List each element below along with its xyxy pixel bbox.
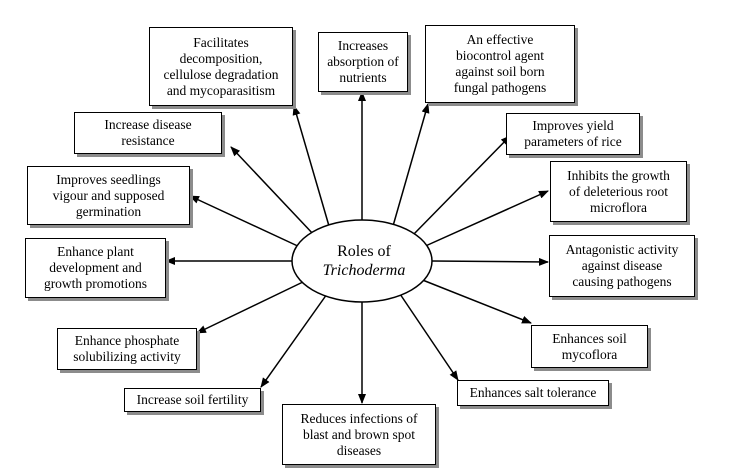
arrow-to-biocontrol [392, 103, 430, 227]
arrow-to-root-microflora [420, 190, 549, 249]
role-text-line: Increases [337, 38, 389, 53]
role-text-line: Inhibits the growth [567, 167, 670, 183]
role-text-line: Enhances soil [552, 330, 627, 346]
role-text-line: nutrients [339, 70, 387, 85]
role-box-salt-tolerance: Enhances salt tolerance [457, 380, 609, 406]
role-text-line: resistance [121, 133, 175, 148]
role-text-line: decomposition, [179, 50, 263, 66]
role-text-line: against soil born [455, 64, 545, 79]
role-text-line: mycoflora [561, 346, 618, 362]
role-text-line: Enhance phosphate [74, 333, 180, 348]
role-text-line: Increase soil fertility [136, 392, 249, 407]
role-box-nutrients: Increases absorption of nutrients [318, 32, 408, 92]
role-text-line: microflora [590, 199, 647, 215]
arrow-to-mycoflora [419, 278, 532, 324]
role-text-line: biocontrol agent [455, 48, 545, 63]
role-box-decomposition: Facilitates decomposition, cellulose deg… [149, 27, 293, 106]
role-box-antagonistic: Antagonistic activity against disease ca… [549, 235, 695, 297]
role-box-biocontrol: An effective biocontrol agent against so… [425, 25, 575, 103]
role-text-line: Increase disease [104, 117, 192, 132]
arrow-to-soil-fertility [260, 293, 328, 388]
role-box-phosphate: Enhance phosphate solubilizing activity [57, 328, 197, 370]
arrow-to-disease-resistance [230, 146, 316, 237]
role-text-line: vigour and supposed [52, 187, 165, 203]
role-text-line: Antagonistic activity [565, 242, 679, 257]
role-text-line: Facilitates [193, 34, 249, 50]
role-text-line: Improves seedlings [56, 171, 161, 187]
role-text-line: fungal pathogens [453, 80, 547, 95]
role-text-line: Enhance plant [57, 244, 134, 259]
role-text-line: solubilizing activity [73, 349, 181, 364]
role-text-line: against disease [581, 258, 663, 273]
arrow-to-phosphate [196, 280, 306, 334]
role-text-line: causing pathogens [572, 274, 672, 289]
center-label-line1: Roles of [337, 243, 391, 260]
role-box-plant-development: Enhance plant development and growth pro… [25, 238, 166, 298]
arrow-to-antagonistic [431, 257, 549, 266]
role-text-line: cellulose degradation [163, 66, 279, 82]
center-ellipse [291, 219, 433, 303]
role-text-line: of deleterious root [569, 183, 668, 199]
role-box-soil-fertility: Increase soil fertility [124, 388, 261, 412]
role-text-line: absorption of [327, 54, 399, 69]
role-text-line: An effective [466, 32, 534, 47]
role-box-root-microflora: Inhibits the growth of deleterious root … [550, 161, 687, 222]
role-text-line: diseases [336, 442, 382, 458]
role-text-line: Reduces infections of [300, 410, 418, 426]
arrows-group [165, 91, 549, 404]
arrow-to-decomposition [292, 105, 330, 227]
role-box-seedlings: Improves seedlings vigour and supposed g… [27, 166, 190, 225]
role-box-yield: Improves yield parameters of rice [506, 113, 640, 155]
arrow-to-seedlings [189, 195, 303, 249]
role-text-line: development and [49, 260, 142, 275]
role-box-disease-resistance: Increase disease resistance [74, 112, 222, 154]
center-label: Roles of Trichoderma [296, 226, 432, 296]
role-text-line: Improves yield [532, 118, 614, 133]
arrow-to-salt-tolerance [399, 293, 459, 381]
role-box-blast: Reduces infections of blast and brown sp… [282, 404, 436, 465]
role-box-mycoflora: Enhances soil mycoflora [531, 325, 648, 368]
role-text-line: and mycoparasitism [166, 82, 276, 98]
role-text-line: blast and brown spot [302, 426, 416, 442]
role-text-line: germination [75, 203, 142, 219]
arrow-to-yield [411, 135, 511, 237]
center-label-line2: Trichoderma [322, 262, 406, 279]
role-text-line: growth promotions [43, 276, 148, 291]
role-text-line: Enhances salt tolerance [469, 385, 597, 400]
role-text-line: parameters of rice [524, 134, 622, 149]
